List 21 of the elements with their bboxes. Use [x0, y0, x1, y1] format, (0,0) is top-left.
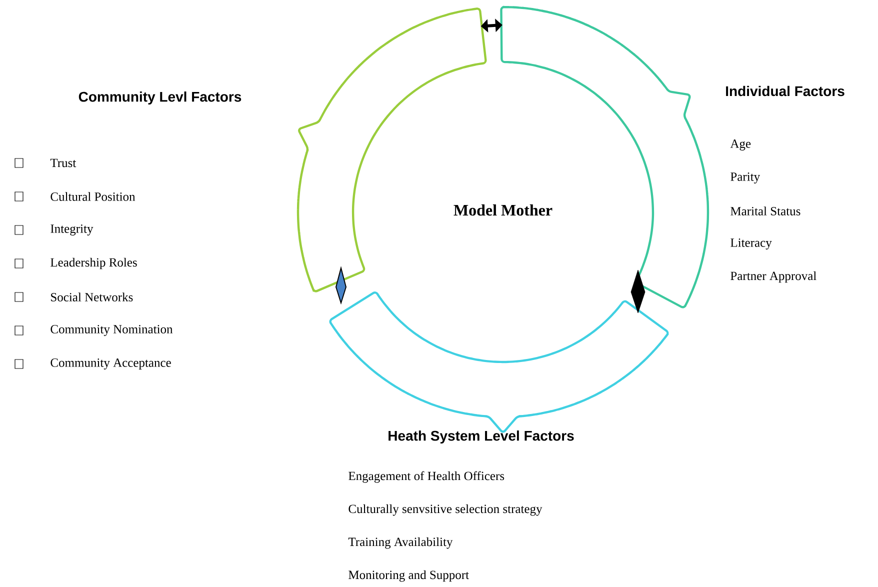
- list-item: Culturally senvsitive selection strategy: [348, 504, 542, 516]
- list-item: Integrity: [50, 224, 94, 236]
- list-item: Community Nomination: [50, 325, 173, 336]
- list-item: Partner Approval: [730, 271, 816, 283]
- node-label: Heath System Level Factors: [388, 430, 574, 444]
- list-item: Monitoring and Support: [348, 570, 469, 582]
- node-label: Individual Factors: [726, 86, 844, 96]
- list-item: Literacy: [730, 238, 772, 250]
- list-item: Parity: [730, 172, 760, 184]
- center-title: Model Mother: [454, 204, 552, 216]
- list-item: Age: [730, 140, 751, 150]
- list-item: Training Availability: [348, 537, 453, 549]
- node-label: Community Levl Factors: [78, 91, 242, 105]
- list-item: Engagement of Health Officers: [348, 471, 504, 483]
- list-item: Community Acceptance: [50, 358, 171, 370]
- factor-segment: Heath System Level Factors: [329, 292, 670, 444]
- list-item: Leadership Roles: [50, 258, 137, 270]
- list-item: Marital Status: [730, 206, 800, 216]
- list-item: Trust: [50, 158, 76, 168]
- list-item: Social Networks: [51, 292, 133, 302]
- list-item: Cultural Position: [50, 192, 136, 201]
